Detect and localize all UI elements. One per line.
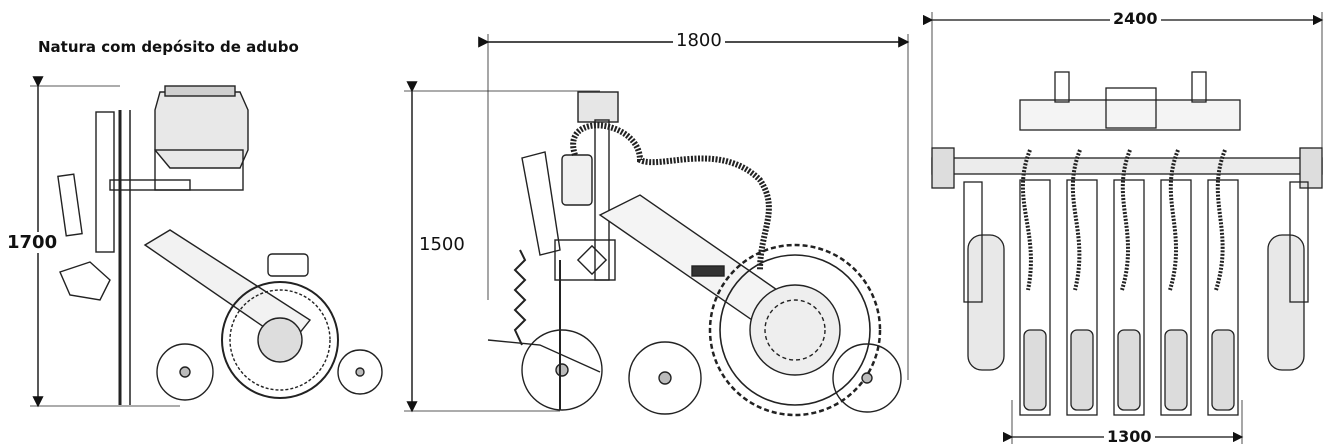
right-view-drawing	[922, 12, 1324, 444]
left-view-drawing	[30, 76, 383, 408]
dimension-height-left: 1700	[4, 232, 61, 253]
dimension-width-right-top: 2400	[1110, 9, 1161, 28]
middle-view-drawing	[404, 34, 910, 417]
dimension-width-middle: 1800	[673, 30, 725, 51]
dimension-height-middle: 1500	[416, 234, 468, 255]
diagram-caption: Natura com depósito de adubo	[38, 38, 299, 56]
dimension-width-right-bottom: 1300	[1104, 427, 1155, 446]
